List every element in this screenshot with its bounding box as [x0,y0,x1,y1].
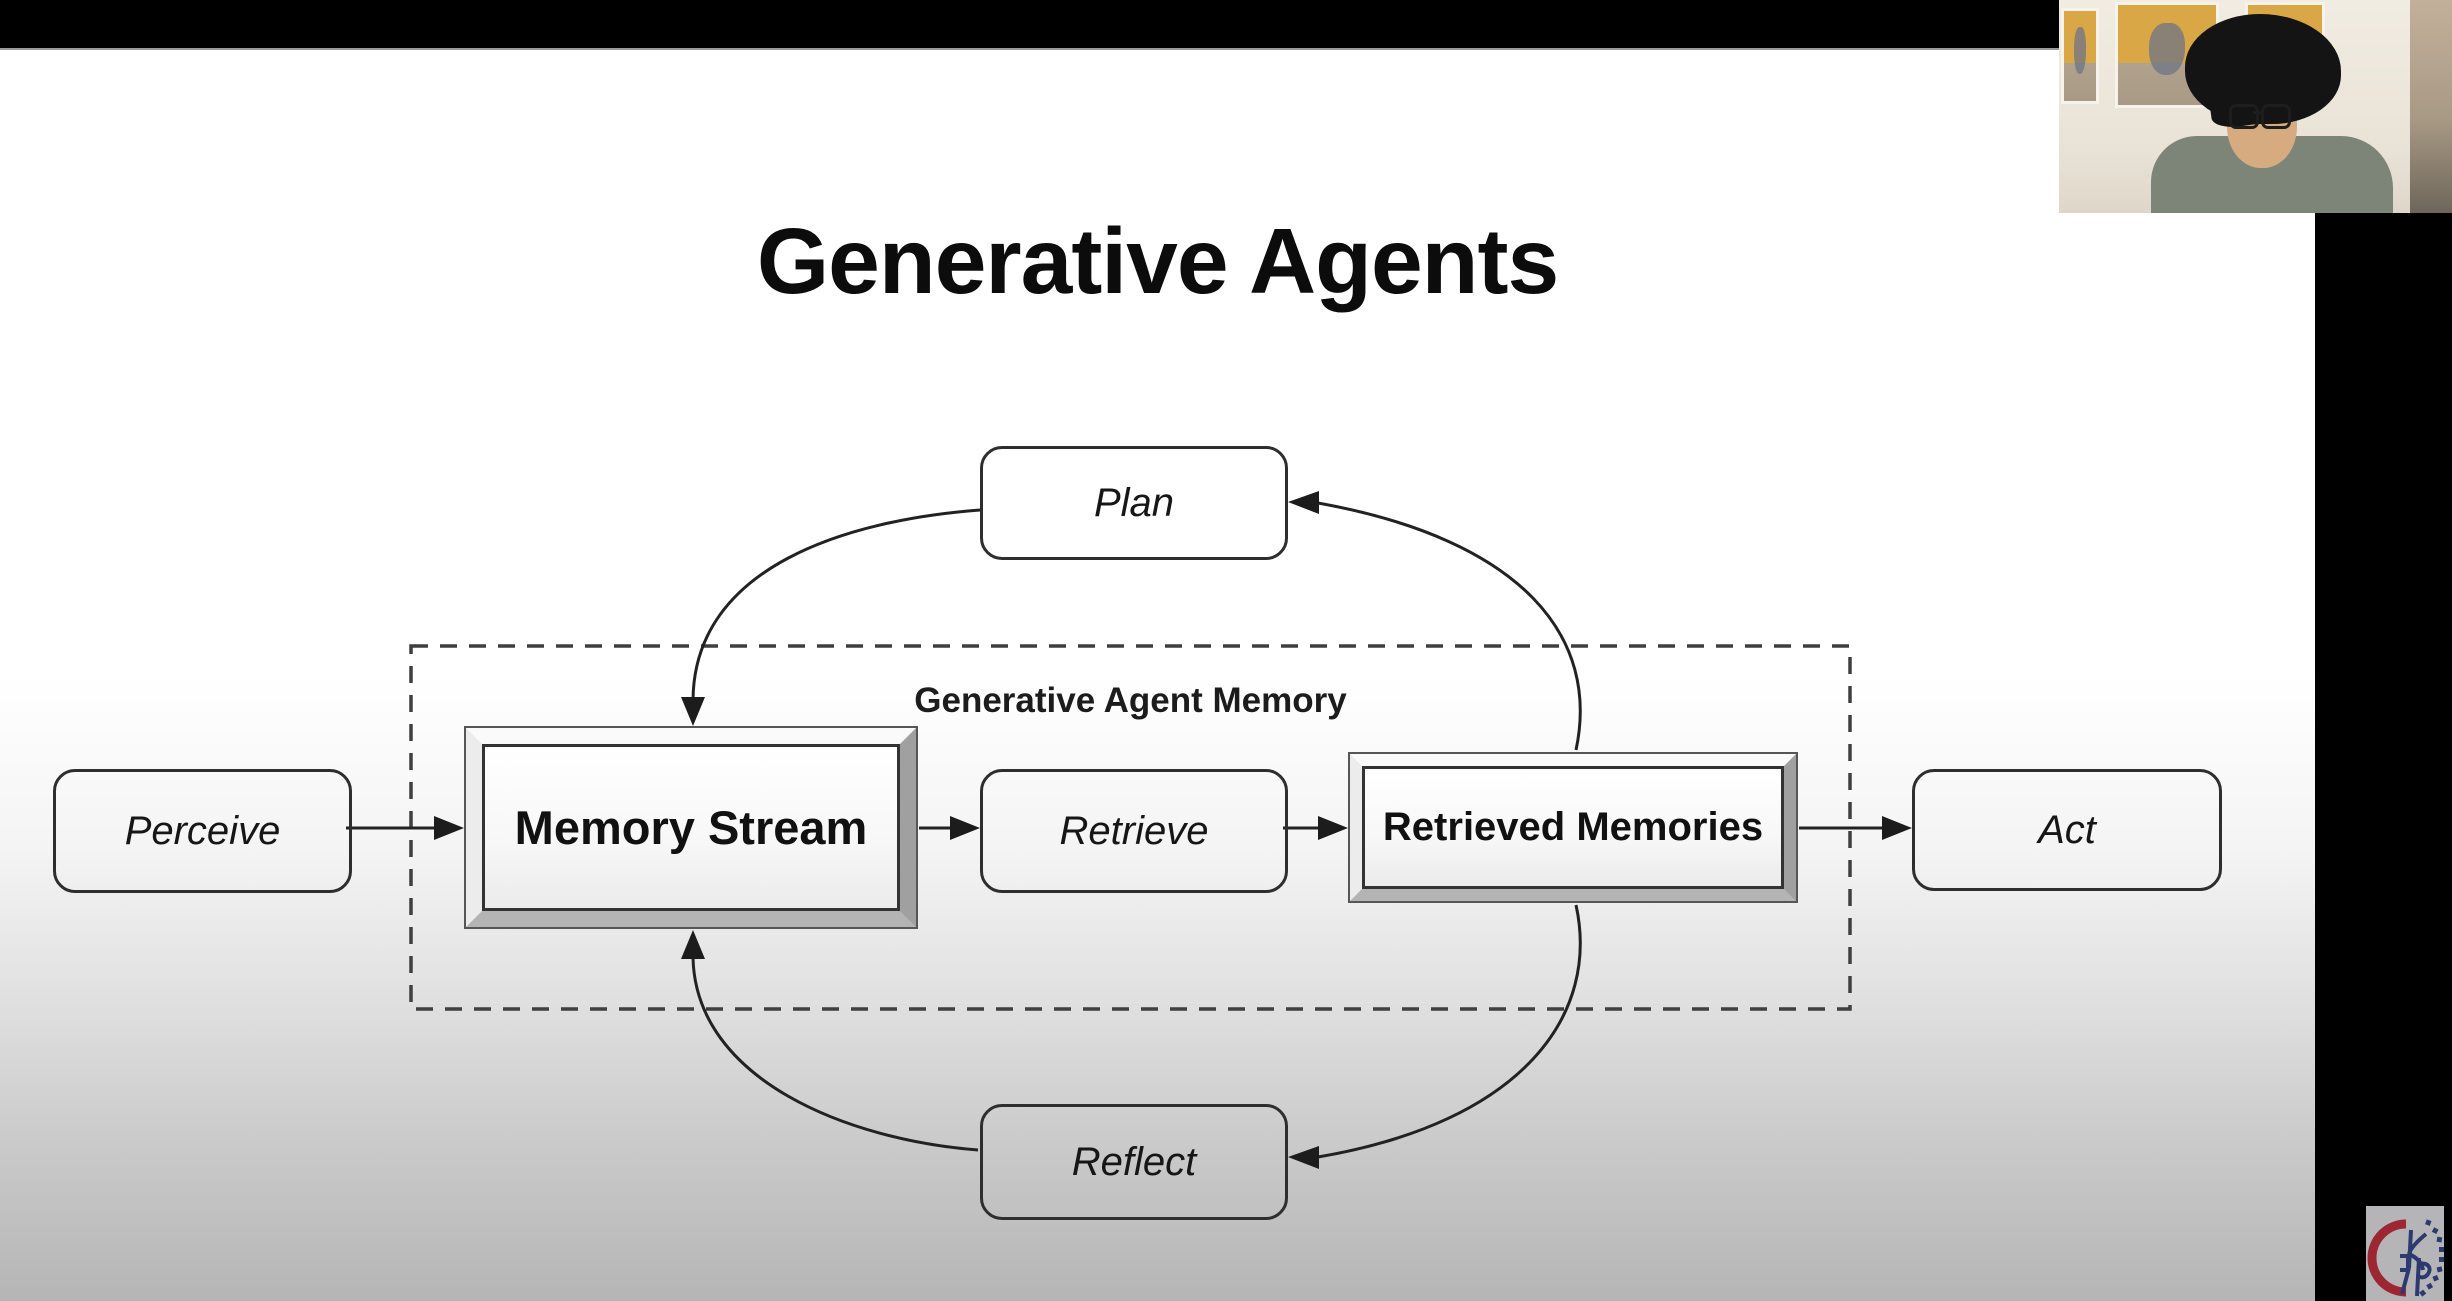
page-title: Generative Agents [756,209,1559,313]
node-perceive: Perceive [53,769,352,893]
node-retrieve: Retrieve [980,769,1288,893]
artwork-figure [2074,27,2086,74]
node-perceive-label: Perceive [124,808,281,853]
arrowhead [1318,816,1348,840]
bevel-frame: Retrieved Memories [1350,754,1796,901]
arrowhead [950,816,980,840]
presenter-webcam [2059,0,2452,213]
memory-group-label: Generative Agent Memory [914,681,1347,720]
node-act-label: Act [2038,807,2096,852]
node-act: Act [1912,769,2222,891]
node-retrieve-label: Retrieve [1059,808,1209,853]
node-retrieved-memories: Retrieved Memories [1348,752,1798,903]
node-memory-stream: Memory Stream [464,726,918,929]
artwork-figure [2149,23,2185,75]
presenter-glasses [2229,104,2291,129]
node-retrieved-memories-label: Retrieved Memories [1382,805,1764,849]
bevel-frame: Memory Stream [466,728,916,927]
presentation-slide [0,48,2315,1301]
arrowhead [1882,816,1912,840]
letterbox-top-bar [0,0,2452,50]
node-plan-label: Plan [1093,480,1175,525]
node-memory-stream-label: Memory Stream [514,801,868,854]
glasses-lens [2229,104,2259,129]
node-reflect: Reflect [980,1104,1288,1220]
wall-artwork [2061,8,2099,104]
node-reflect-label: Reflect [1071,1139,1197,1184]
clsp-logo [2366,1206,2444,1301]
arrowhead [681,930,705,959]
arrowhead [1288,491,1319,514]
arrowhead [1288,1146,1319,1169]
arrowhead [681,697,705,726]
glasses-lens [2261,104,2291,129]
clsp-logo-icon [2367,1219,2444,1297]
wall-corner [2410,0,2452,213]
letterbox-right-bar [2315,0,2452,1301]
glasses-bridge [2253,111,2262,114]
arrowhead [434,816,464,840]
node-plan: Plan [980,446,1288,560]
